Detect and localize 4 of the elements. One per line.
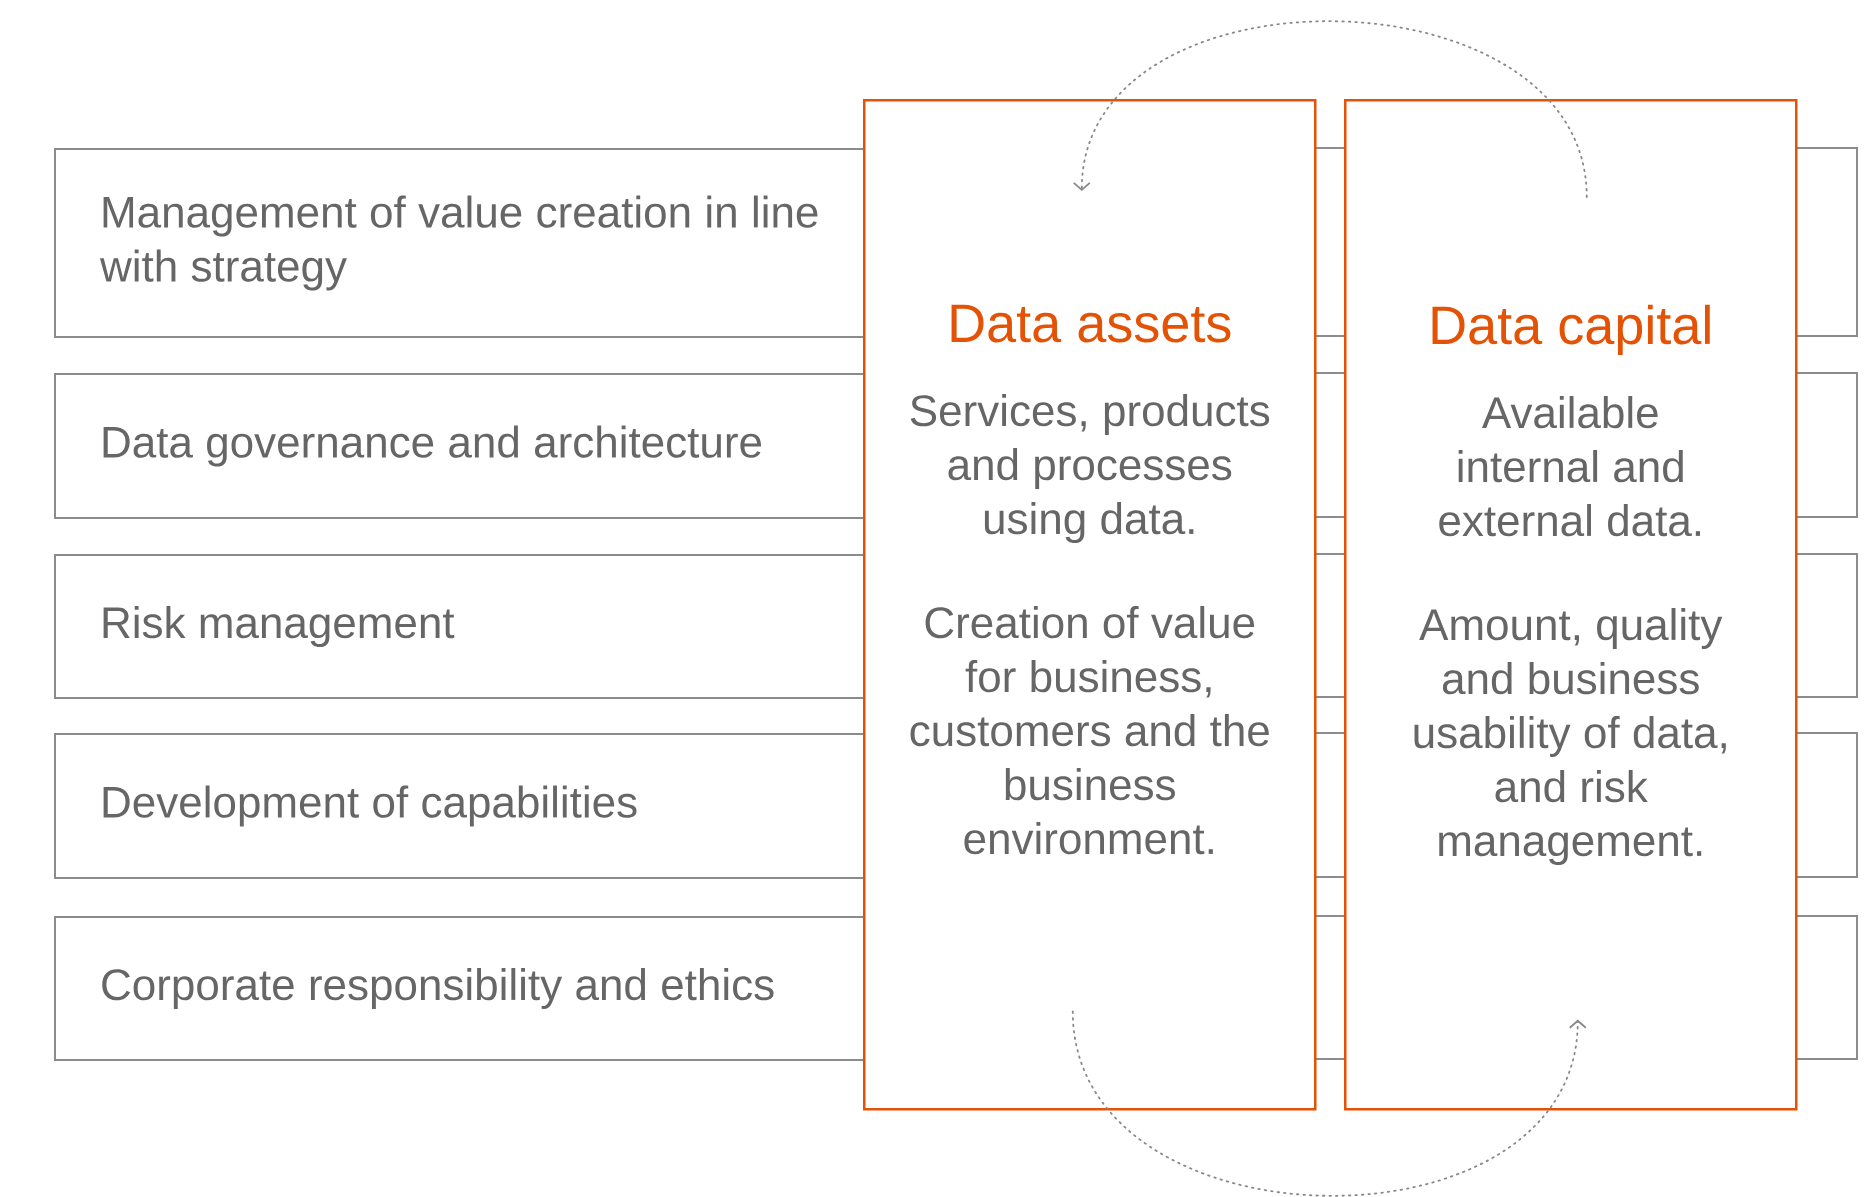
- dotted-arrow: [1072, 20, 1588, 198]
- column-box: Data capital Available internal and external data. Amount, quality and business usability of data, and risk management.: [1344, 99, 1798, 1111]
- dotted-arrow: [1071, 1010, 1587, 1197]
- column-box: Data assets Services, products and processes using data. Creation of value for business, customers and the business environment.: [863, 99, 1317, 1111]
